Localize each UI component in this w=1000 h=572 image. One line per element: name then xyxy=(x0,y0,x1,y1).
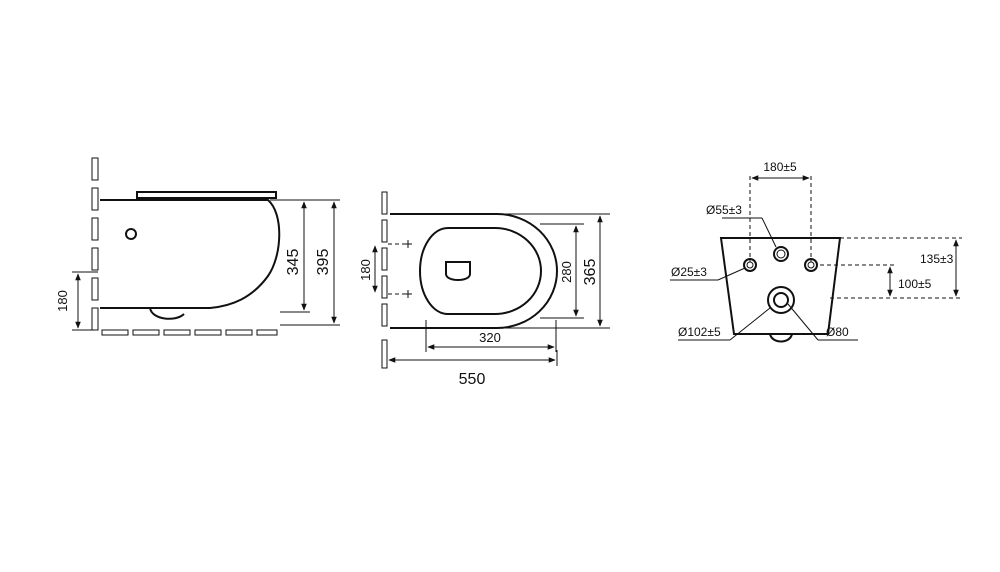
dim-height-total: 395 xyxy=(315,249,332,276)
side-view: 180 345 395 xyxy=(55,157,340,336)
bowl-inner-outline xyxy=(419,227,542,315)
outlet-bump xyxy=(149,307,185,320)
wall-outline-top xyxy=(381,191,388,369)
seat-lid-outline xyxy=(136,191,277,199)
wall-outline xyxy=(91,157,99,331)
dim-bolt-holes: Ø25±3 xyxy=(671,265,707,279)
dim-bolt-centers: 180±5 xyxy=(763,160,797,174)
rear-view: 180±5 Ø55±3 Ø25±3 Ø102±5 Ø80 xyxy=(670,160,962,343)
dim-outlet-outer: Ø102±5 xyxy=(678,325,721,339)
dim-total-width: 365 xyxy=(582,259,599,286)
dim-inner-width: 280 xyxy=(559,261,574,283)
dim-water-inlet: Ø55±3 xyxy=(706,203,742,217)
top-view: 180 320 550 280 365 xyxy=(358,191,610,388)
bowl-outer-outline xyxy=(390,213,558,329)
dim-outlet-inner: Ø80 xyxy=(826,325,849,339)
outlet-hole-inner xyxy=(773,292,789,308)
bowl-side-outline xyxy=(100,199,281,309)
bolt-hole-right xyxy=(804,258,818,272)
dim-bowl-length: 320 xyxy=(479,330,501,345)
bolt-hole-side xyxy=(125,228,137,240)
bolt-hole-left xyxy=(743,258,757,272)
outlet-bottom xyxy=(769,333,793,343)
dim-inlet-height: 135±3 xyxy=(920,252,954,266)
dim-mount-height: 180 xyxy=(55,290,70,312)
drain-opening xyxy=(445,261,471,281)
floor-outline xyxy=(101,329,278,336)
dim-bolt-height: 100±5 xyxy=(898,277,932,291)
water-inlet-hole xyxy=(773,246,789,262)
outlet-hole-outer xyxy=(767,286,795,314)
dim-bolt-spacing: 180 xyxy=(358,259,373,281)
dim-height-inner: 345 xyxy=(285,249,302,276)
dim-total-length: 550 xyxy=(459,371,486,388)
rear-body-outline xyxy=(719,237,842,335)
